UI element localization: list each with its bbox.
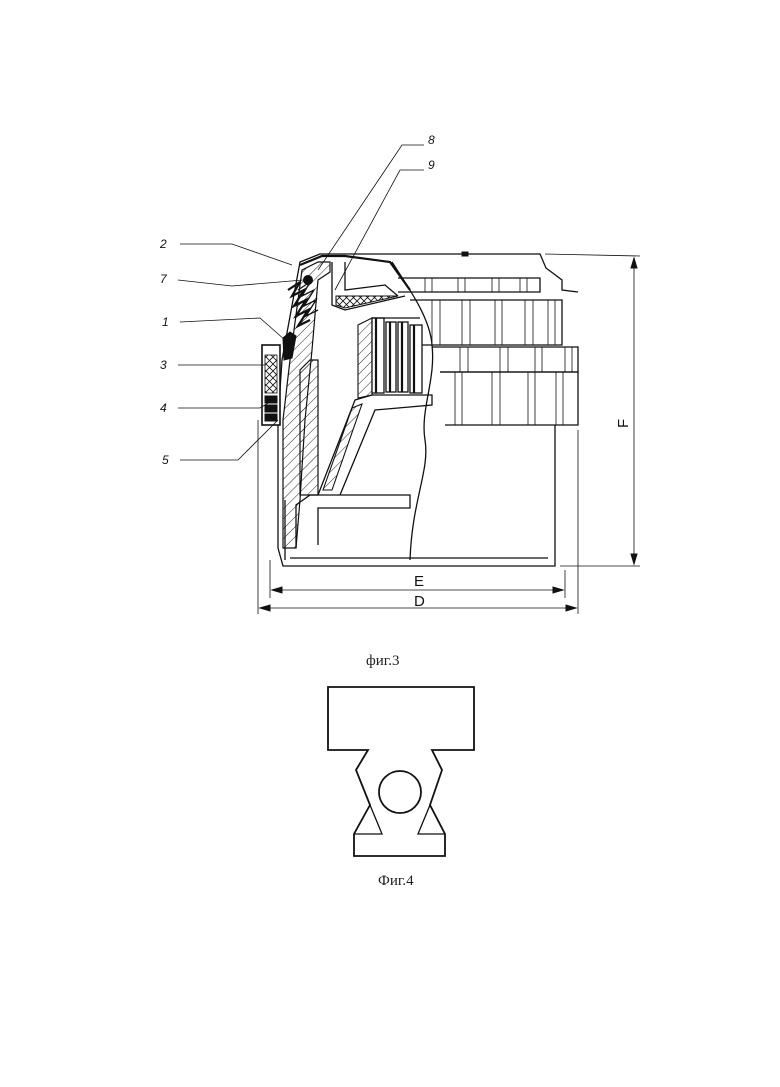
- callout-3: 3: [160, 358, 167, 372]
- ring-insert-mesh: [265, 355, 277, 393]
- cutaway-filter: [358, 318, 422, 398]
- dimension-d-label: D: [414, 593, 425, 610]
- seal-ring: [304, 276, 313, 285]
- ring-insert-block-c: [265, 414, 277, 421]
- callout-2: 2: [159, 237, 167, 251]
- profile-bore: [379, 771, 421, 813]
- callout-1: 1: [162, 315, 169, 329]
- ring-insert-block-a: [265, 396, 277, 403]
- callout-7: 7: [160, 272, 168, 286]
- figure-3-caption: фиг.3: [366, 653, 399, 669]
- ring-insert-block-b: [265, 405, 277, 412]
- figure-4-caption: Фиг.4: [378, 873, 414, 889]
- callout-8: 8: [428, 133, 435, 147]
- callout-5: 5: [162, 453, 169, 467]
- inner-cup-wall: [300, 360, 318, 495]
- callout-9: 9: [428, 158, 435, 172]
- pleated-filter-lower: [432, 347, 578, 425]
- break-line: [392, 262, 433, 560]
- dimension-e-label: E: [414, 573, 424, 590]
- cap-nub: [462, 252, 468, 256]
- dimension-f: [545, 254, 640, 566]
- figure-3-section-view: 2 7 1 3 4 5 8 9 F E: [159, 133, 640, 614]
- cover-fill: [336, 296, 398, 308]
- figure-4-profile: [328, 687, 474, 856]
- dimension-f-label: F: [615, 419, 632, 428]
- inner-cup: [296, 495, 410, 548]
- inner-funnel-hatched: [323, 404, 362, 490]
- callout-4: 4: [160, 401, 167, 415]
